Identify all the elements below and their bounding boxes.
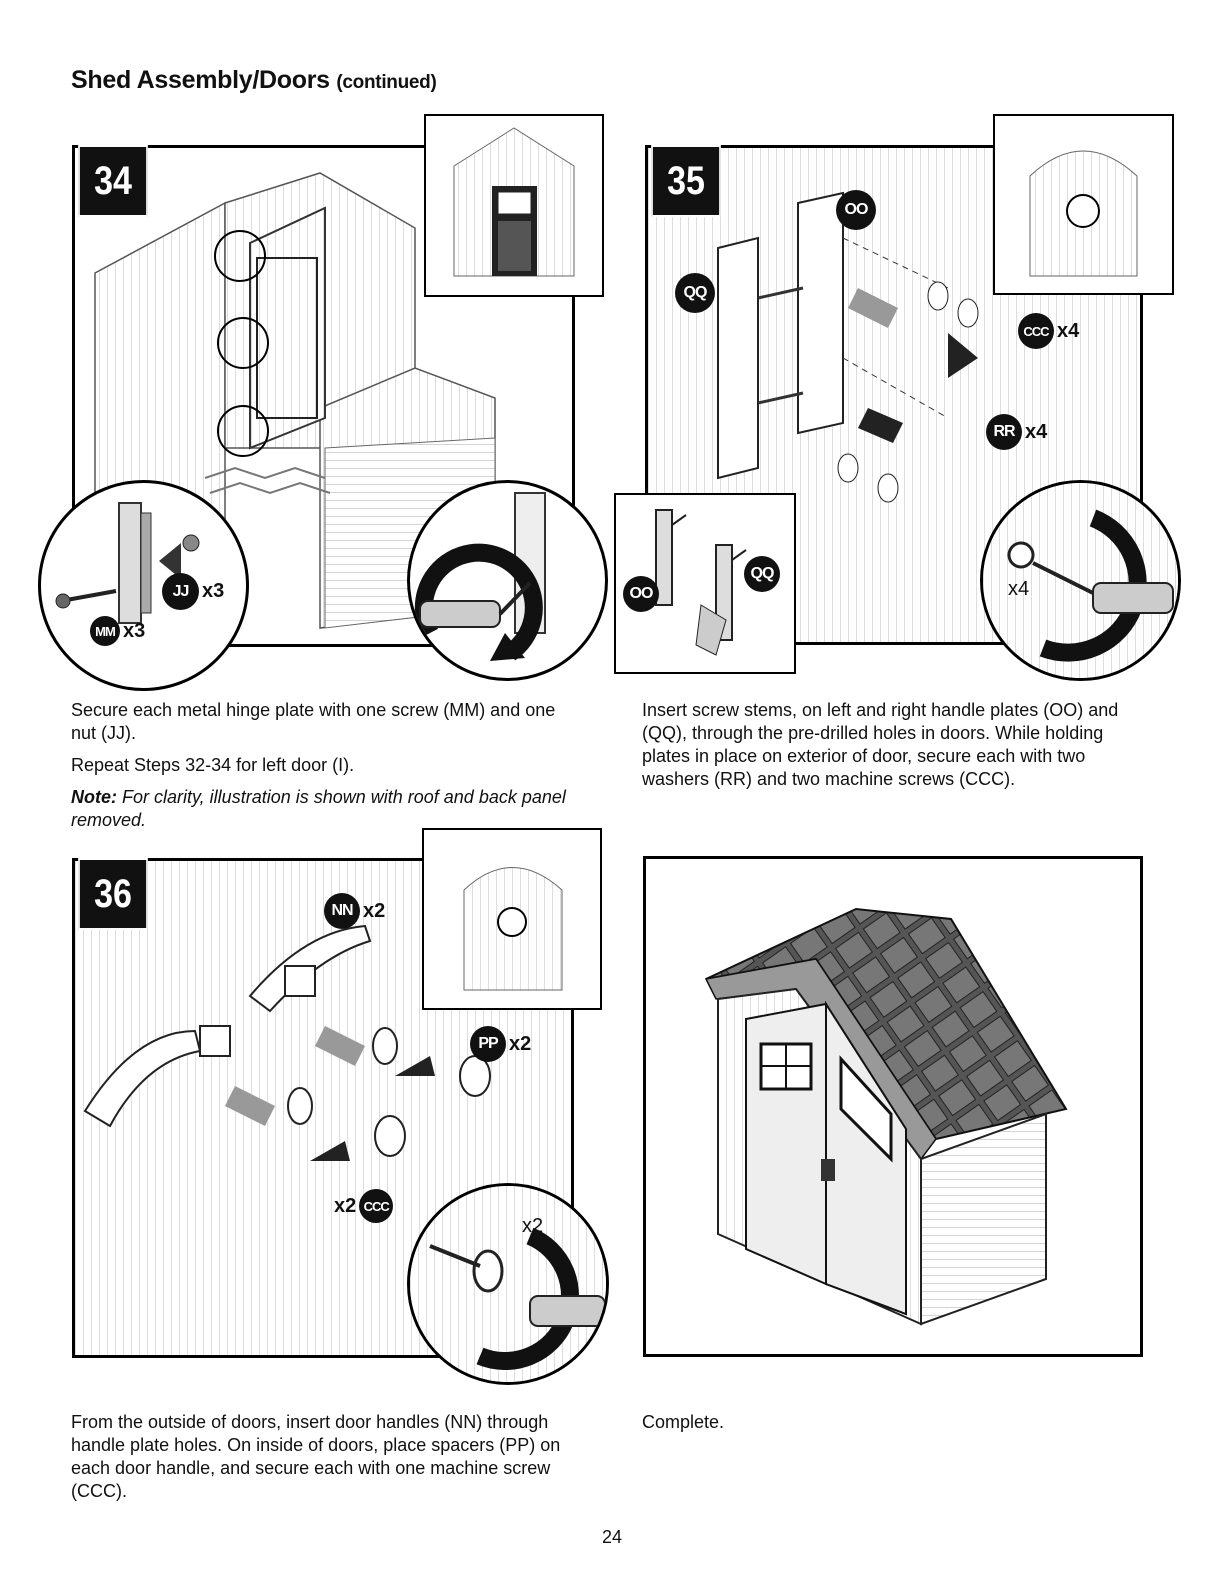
note-label: Note: — [71, 787, 117, 807]
page-number: 24 — [601, 1527, 623, 1547]
part-ccc-badge: CCC — [1018, 313, 1054, 349]
step-34-detail-left — [38, 480, 249, 691]
step-35-overview-inset — [993, 114, 1174, 295]
step-34-note: Note: For clarity, illustration is shown… — [71, 786, 579, 832]
step-36-detail-right — [407, 1183, 609, 1385]
step-36-overview-inset — [422, 828, 602, 1010]
part-ccc-count: x4 — [1057, 319, 1080, 342]
step-35-instructions: Insert screw stems, on left and right ha… — [642, 699, 1132, 800]
part-mm-badge: MM — [90, 616, 120, 646]
part-label-ccc-36: CCC x2 — [334, 1189, 394, 1223]
part-label-ccc: CCC x4 — [1018, 313, 1079, 349]
step-34-instructions: Secure each metal hinge plate with one s… — [71, 699, 579, 841]
step-34-badge: 34 — [78, 145, 148, 217]
wrench-detail-drawing — [414, 492, 546, 661]
door-overview-icon — [1029, 150, 1138, 277]
part-jj-badge: JJ — [162, 573, 199, 610]
step-35-count-text: x4 — [1008, 578, 1030, 600]
door-overview-icon-2 — [463, 867, 563, 991]
step-35-detail-right — [980, 480, 1181, 681]
part-nn-count: x2 — [363, 899, 386, 922]
part-pp-badge: PP — [470, 1026, 506, 1062]
step-34-paragraph-1: Secure each metal hinge plate with one s… — [71, 700, 556, 743]
shed-overview-icon — [453, 127, 575, 277]
step-35-circle-count: x4 — [1008, 578, 1029, 601]
inset-oo-badge: OO — [623, 576, 659, 612]
step-34-paragraph-2: Repeat Steps 32-34 for left door (I). — [71, 755, 355, 775]
step-35-paragraph: Insert screw stems, on left and right ha… — [642, 700, 1119, 789]
part-label-qq-inset: QQ — [744, 556, 780, 592]
page-title: Shed Assembly/Doors (continued) — [71, 66, 437, 95]
part-nn-badge: NN — [324, 893, 360, 929]
part-label-oo-top: OO — [836, 190, 876, 230]
part-label-mm: MM x3 — [90, 616, 145, 646]
complete-caption: Complete. — [642, 1411, 1132, 1443]
title-main: Shed Assembly/Doors — [71, 66, 330, 94]
screwdriver-detail-drawing — [983, 483, 1178, 678]
part-oo-badge: OO — [836, 190, 876, 230]
note-text: For clarity, illustration is shown with … — [71, 787, 566, 830]
completed-shed-drawing — [704, 907, 1068, 1326]
part-jj-count: x3 — [202, 580, 225, 602]
step-34-overview-inset — [424, 114, 604, 297]
part-label-qq-top: QQ — [675, 273, 715, 313]
step-36-paragraph: From the outside of doors, insert door h… — [71, 1412, 561, 1501]
part-label-pp: PP x2 — [470, 1026, 531, 1062]
part-rr-count: x4 — [1025, 420, 1048, 443]
part-qq-badge: QQ — [675, 273, 715, 313]
step-35-badge: 35 — [651, 145, 721, 217]
step-34-detail-right — [407, 480, 608, 681]
part-label-oo-inset: OO — [623, 576, 659, 612]
complete-text: Complete. — [642, 1412, 725, 1432]
part-label-rr: RR x4 — [986, 414, 1047, 450]
part-label-jj: JJ x3 — [162, 573, 224, 610]
step-36-count-text: x2 — [522, 1215, 544, 1237]
title-subtitle: (continued) — [336, 72, 437, 93]
part-mm-count: x3 — [123, 619, 146, 642]
part-pp-count: x2 — [509, 1032, 532, 1055]
step-36-instructions: From the outside of doors, insert door h… — [71, 1411, 576, 1512]
step-36-circle-count: x2 — [522, 1215, 543, 1238]
part-rr-badge: RR — [986, 414, 1022, 450]
handle-plates-drawing — [655, 509, 747, 656]
part-ccc-36-badge: CCC — [359, 1189, 394, 1223]
part-ccc-36-count: x2 — [334, 1194, 357, 1217]
step-36-badge: 36 — [78, 858, 148, 930]
part-label-nn: NN x2 — [324, 893, 385, 929]
hinge-detail-drawing — [55, 502, 200, 624]
inset-qq-badge: QQ — [744, 556, 780, 592]
complete-illustration — [643, 856, 1143, 1357]
screwdriver-detail-drawing-2 — [410, 1186, 606, 1382]
